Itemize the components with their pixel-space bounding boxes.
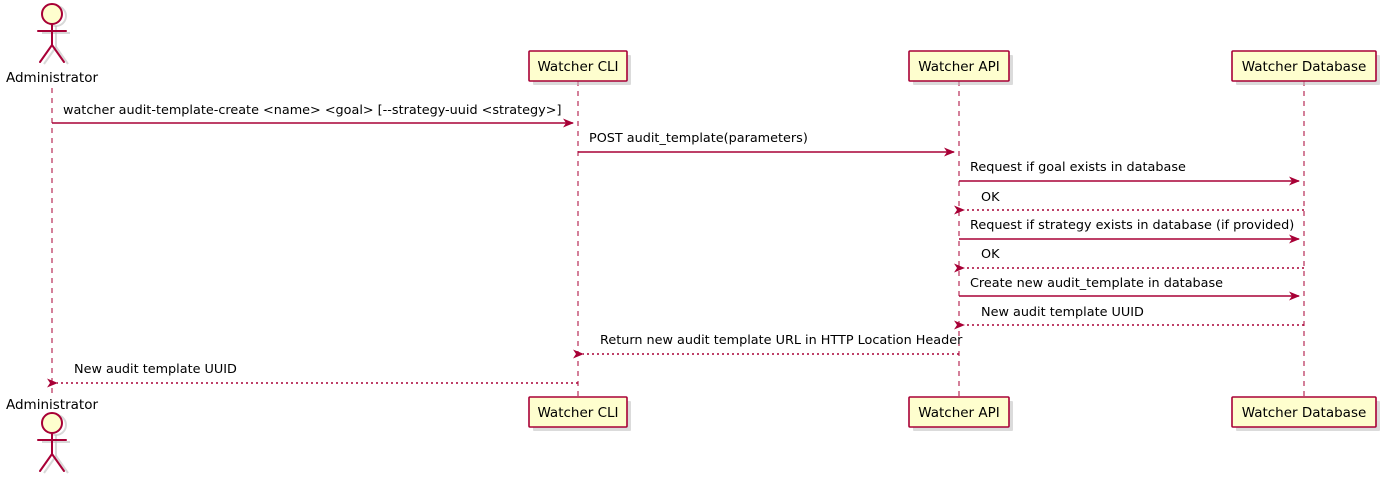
participant-box-watcher-api-bottom[interactable]: Watcher API bbox=[908, 396, 1013, 431]
actor-leg-left-line bbox=[39, 44, 53, 63]
actor-head-icon bbox=[41, 3, 63, 25]
message-4-label: OK bbox=[981, 190, 1000, 205]
message-8-db-to-api[interactable]: New audit template UUID bbox=[954, 305, 1304, 330]
message-10-cli-to-admin[interactable]: New audit template UUID bbox=[47, 362, 578, 388]
lifelines-layer bbox=[51, 81, 1305, 397]
participant-label-watcher-api-top: Watcher API bbox=[918, 59, 1000, 75]
participant-label-watcher-cli-bottom: Watcher CLI bbox=[537, 405, 618, 421]
message-7-label: Create new audit_template in database bbox=[970, 276, 1223, 291]
participant-label-watcher-api-bottom: Watcher API bbox=[918, 405, 1000, 421]
message-1-label: watcher audit-template-create <name> <go… bbox=[63, 103, 561, 118]
message-4-db-to-api[interactable]: OK bbox=[954, 190, 1304, 215]
participant-label-watcher-database-bottom: Watcher Database bbox=[1242, 405, 1367, 421]
message-10-label: New audit template UUID bbox=[74, 362, 237, 377]
participant-box-watcher-api-top[interactable]: Watcher API bbox=[908, 50, 1013, 85]
participant-label-watcher-cli-top: Watcher CLI bbox=[537, 59, 618, 75]
message-9-label: Return new audit template URL in HTTP Lo… bbox=[600, 333, 963, 348]
message-2-cli-to-api[interactable]: POST audit_template(parameters) bbox=[578, 131, 955, 157]
actor-leg-right-line bbox=[51, 44, 65, 63]
participant-box-watcher-cli-top[interactable]: Watcher CLI bbox=[528, 50, 631, 85]
actor-label-bottom: Administrator bbox=[6, 397, 98, 413]
message-2-label: POST audit_template(parameters) bbox=[589, 131, 808, 146]
actor-administrator-bottom[interactable] bbox=[37, 412, 70, 474]
message-9-api-to-cli[interactable]: Return new audit template URL in HTTP Lo… bbox=[573, 333, 963, 359]
message-6-db-to-api[interactable]: OK bbox=[954, 247, 1304, 273]
message-5-api-to-db[interactable]: Request if strategy exists in database (… bbox=[959, 218, 1300, 244]
actor-label-top: Administrator bbox=[6, 70, 98, 86]
actor-administrator-top[interactable] bbox=[37, 3, 70, 65]
message-3-label: Request if goal exists in database bbox=[970, 160, 1186, 175]
participant-box-watcher-database-bottom[interactable]: Watcher Database bbox=[1231, 396, 1380, 431]
actor-head-icon-bottom bbox=[41, 412, 63, 434]
message-3-api-to-db[interactable]: Request if goal exists in database bbox=[959, 160, 1300, 186]
message-7-api-to-db[interactable]: Create new audit_template in database bbox=[959, 276, 1300, 301]
actor-shadow-top bbox=[42, 5, 70, 65]
participant-label-watcher-database-top: Watcher Database bbox=[1242, 59, 1367, 75]
actor-leg-left-line-bottom bbox=[39, 453, 53, 472]
actor-leg-right-line-bottom bbox=[51, 453, 65, 472]
message-1-admin-to-cli[interactable]: watcher audit-template-create <name> <go… bbox=[52, 103, 574, 128]
message-5-label: Request if strategy exists in database (… bbox=[970, 218, 1294, 233]
message-8-label: New audit template UUID bbox=[981, 305, 1144, 320]
participant-box-watcher-cli-bottom[interactable]: Watcher CLI bbox=[528, 396, 631, 431]
message-6-label: OK bbox=[981, 247, 1000, 262]
participant-box-watcher-database-top[interactable]: Watcher Database bbox=[1231, 50, 1380, 85]
